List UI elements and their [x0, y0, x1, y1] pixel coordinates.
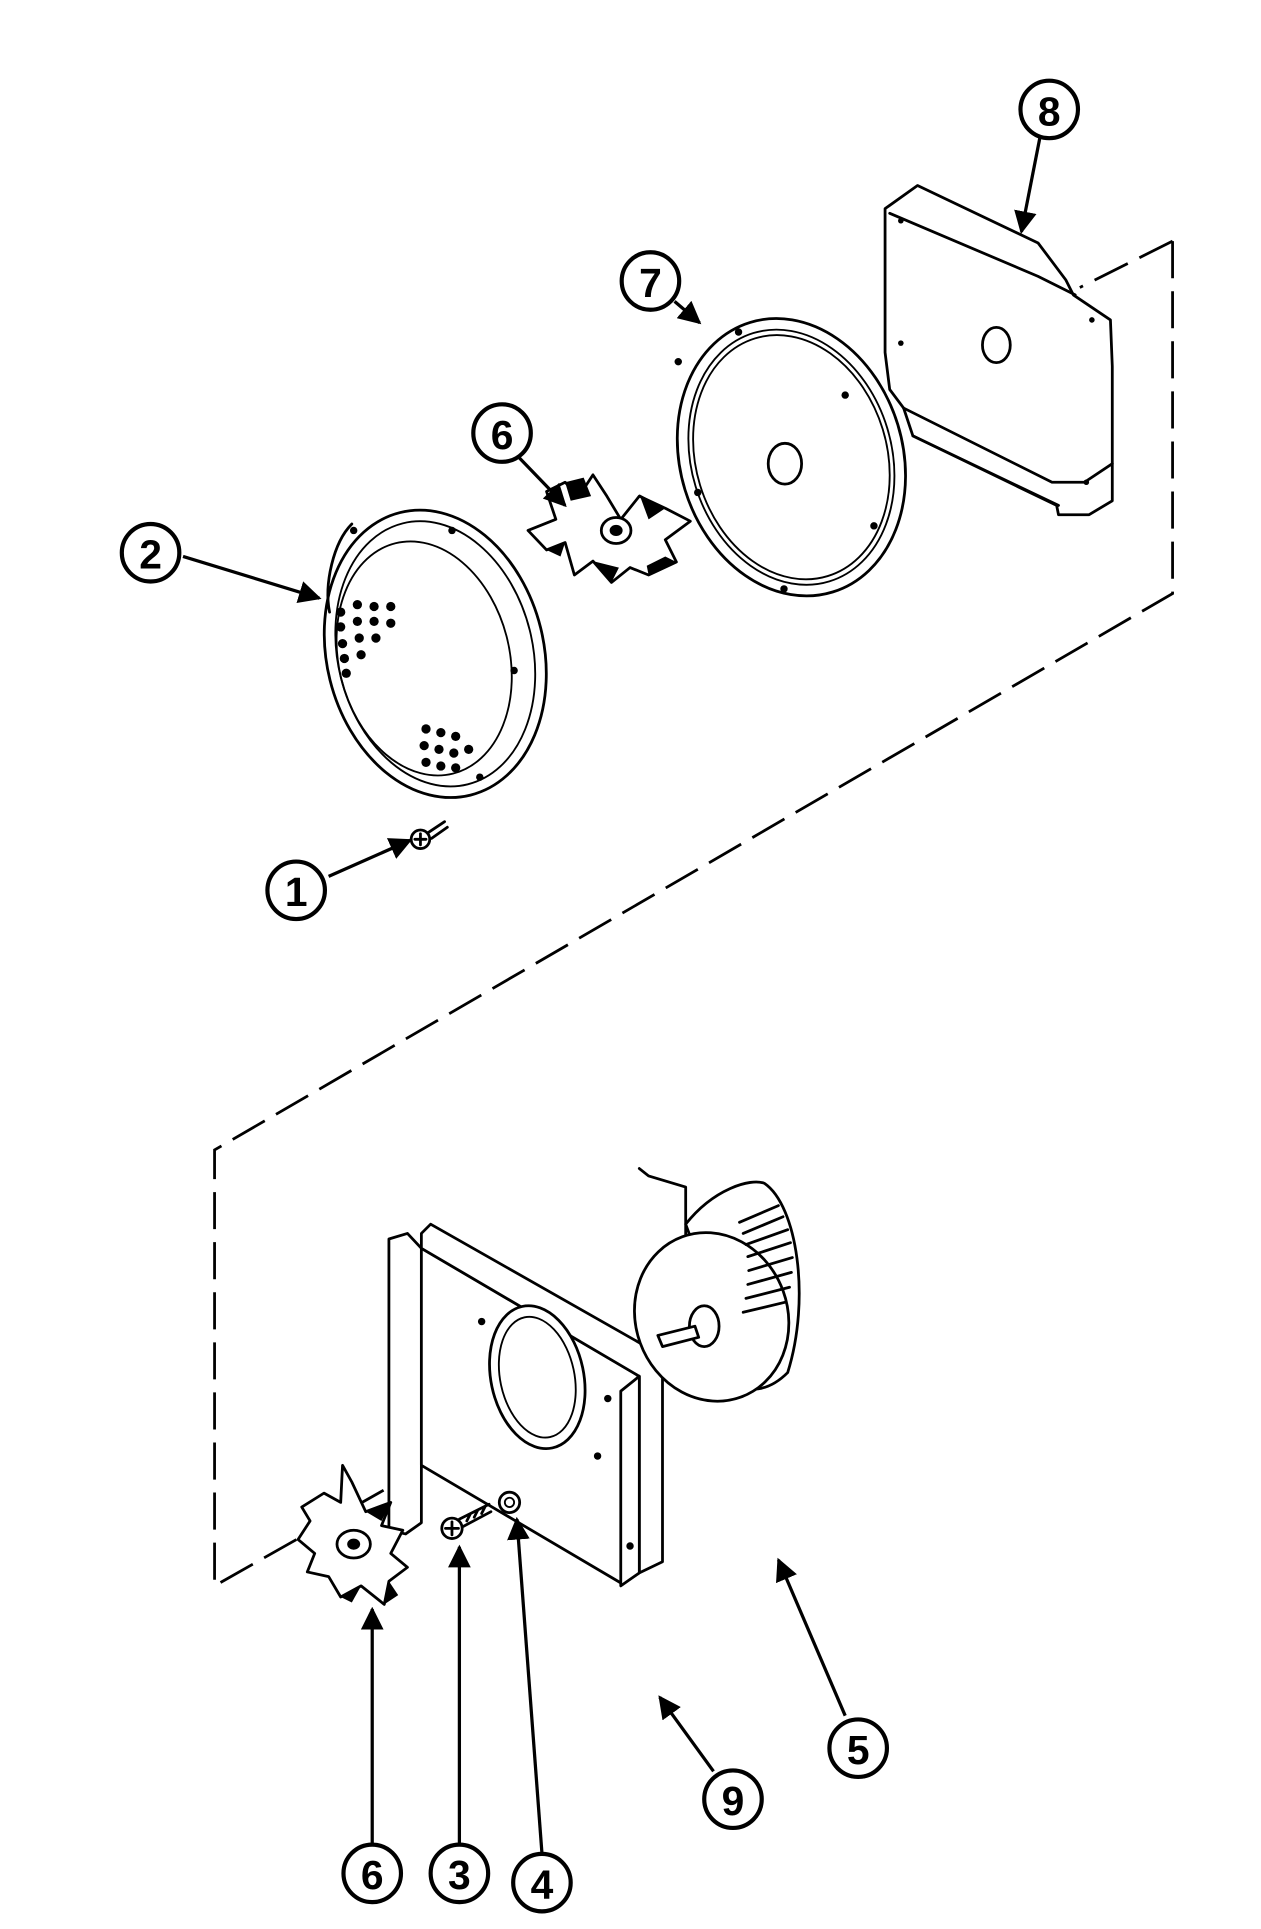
- screw-upper: [409, 820, 449, 850]
- callout-4: 4: [511, 1851, 573, 1914]
- callout-3-number: 3: [448, 1852, 471, 1898]
- dashed-boundary: [213, 239, 1174, 1589]
- perforation-dots-upper: [336, 600, 396, 678]
- rear-plate: [883, 184, 1114, 517]
- callout-1-number: 1: [285, 869, 308, 915]
- callout-6-upper: 6: [471, 402, 533, 464]
- leader-lines: [182, 136, 1042, 1854]
- callout-1: 1: [265, 859, 328, 922]
- callout-5: 5: [827, 1717, 890, 1779]
- fan-cover: [322, 508, 548, 799]
- fan-blade-upper: [526, 473, 692, 584]
- callout-3: 3: [428, 1842, 491, 1905]
- callout-2-number: 2: [139, 532, 162, 578]
- callout-7-number: 7: [639, 260, 662, 306]
- callout-9: 9: [702, 1768, 764, 1830]
- motor: [633, 1167, 801, 1403]
- nut: [497, 1490, 522, 1514]
- fan-blade-lower: [296, 1463, 409, 1606]
- callout-5-number: 5: [847, 1727, 870, 1773]
- callout-6-upper-number: 6: [491, 412, 514, 458]
- callout-2: 2: [119, 521, 182, 584]
- motor-bracket: [387, 1222, 664, 1588]
- callout-6-lower: 6: [341, 1842, 404, 1905]
- callout-8-number: 8: [1038, 88, 1061, 134]
- callout-8: 8: [1018, 78, 1081, 141]
- callout-9-number: 9: [722, 1778, 745, 1824]
- callout-7: 7: [619, 250, 682, 312]
- screw-lower: [440, 1502, 493, 1540]
- gasket-ring: [674, 317, 907, 598]
- callout-4-number: 4: [531, 1861, 554, 1907]
- perforation-dots-lower: [419, 724, 474, 773]
- callout-6-lower-number: 6: [361, 1852, 384, 1898]
